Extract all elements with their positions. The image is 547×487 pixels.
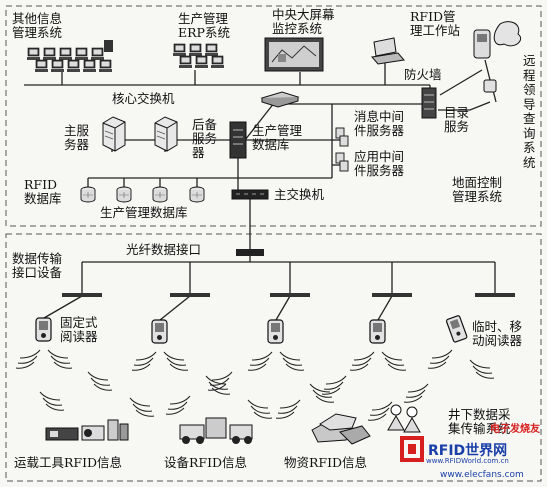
- label-material-rfid: 物资RFID信息: [284, 455, 368, 470]
- lower-network-lines: [43, 199, 496, 321]
- material-icons: [311, 413, 371, 445]
- label-main-server: 主服 务器: [64, 123, 90, 152]
- label-equipment-rfid: 设备RFID信息: [164, 455, 248, 470]
- label-ground-control: 地面控制 管理系统: [452, 175, 503, 204]
- label-rfid-workstation: RFID管 理工作站: [410, 9, 461, 38]
- label-core-switch: 核心交换机: [112, 91, 175, 106]
- label-big-screen: 中央大屏幕 监控系统: [272, 7, 335, 36]
- label-production-databases: 生产管理数据库: [100, 205, 188, 220]
- vehicle-icons: [45, 419, 129, 441]
- watermark-brand: RFID世界网: [428, 443, 508, 459]
- fiber-interface-icon: [236, 249, 264, 256]
- label-rfid-database: RFID 数据库: [24, 177, 62, 206]
- core-switch-icon: [260, 91, 300, 108]
- database-icon-3: [152, 186, 168, 203]
- watermark-corner: 电子发烧友: [490, 424, 540, 435]
- database-icon-2: [116, 186, 132, 203]
- fixed-reader-4: [369, 319, 386, 344]
- label-underground-system: 井下数据采 集传输系统: [448, 407, 511, 436]
- production-db-server-icon: [229, 121, 247, 159]
- big-screen-monitor: [264, 37, 324, 72]
- label-vehicle-rfid: 运载工具RFID信息: [14, 455, 123, 470]
- backup-server-icon: [154, 116, 178, 152]
- fixed-reader-2: [151, 319, 168, 344]
- main-server-icon: [102, 116, 126, 152]
- label-firewall: 防火墙: [404, 67, 442, 82]
- ground-region-border: [5, 5, 542, 227]
- worker-icons: [387, 404, 421, 433]
- label-message-middleware: 消息中间 件服务器: [354, 109, 405, 138]
- label-application-middleware: 应用中间 件服务器: [354, 149, 405, 178]
- firewall-icon: [421, 87, 437, 119]
- label-other-mgmt: 其他信息 管理系统: [12, 11, 63, 40]
- label-directory-service: 目录 服务: [444, 105, 470, 134]
- label-fiber-interface: 光纤数据接口: [126, 242, 202, 257]
- radio-waves: [15, 349, 495, 421]
- label-main-switch: 主交换机: [274, 187, 325, 202]
- label-fixed-reader: 固定式 阅读器: [60, 315, 98, 344]
- label-data-transmission: 数据传输 接口设备: [12, 251, 63, 280]
- transmission-devices: [62, 293, 515, 297]
- mobile-reader-icon: [445, 315, 468, 343]
- label-mobile-reader: 临时、移 动阅读器: [472, 319, 523, 348]
- fixed-reader-1: [35, 317, 52, 342]
- fixed-reader-3: [267, 319, 284, 344]
- other-system-pcs: [26, 40, 113, 73]
- watermark-logo: [400, 436, 424, 462]
- label-production-db: 生产管理 数据库: [252, 123, 303, 152]
- label-erp: 生产管理 ERP系统: [178, 11, 230, 40]
- label-remote-query: 远 程 领 导 查 询 系 统: [523, 53, 536, 170]
- rfid-workstation-icon: [371, 37, 405, 65]
- rfid-database-icon: [80, 186, 96, 203]
- watermark-url: www.RFIDWorld.com.cn: [426, 457, 509, 465]
- erp-pcs: [172, 43, 225, 69]
- database-icon-4: [189, 186, 205, 203]
- label-backup-server: 后备 服务 器: [192, 117, 218, 160]
- watermark-site: www.elecfans.com: [440, 470, 524, 480]
- equipment-icons: [179, 417, 253, 444]
- underground-region-border: [5, 233, 542, 482]
- middleware-server-icons: [335, 127, 349, 172]
- remote-query-devices: [473, 21, 522, 93]
